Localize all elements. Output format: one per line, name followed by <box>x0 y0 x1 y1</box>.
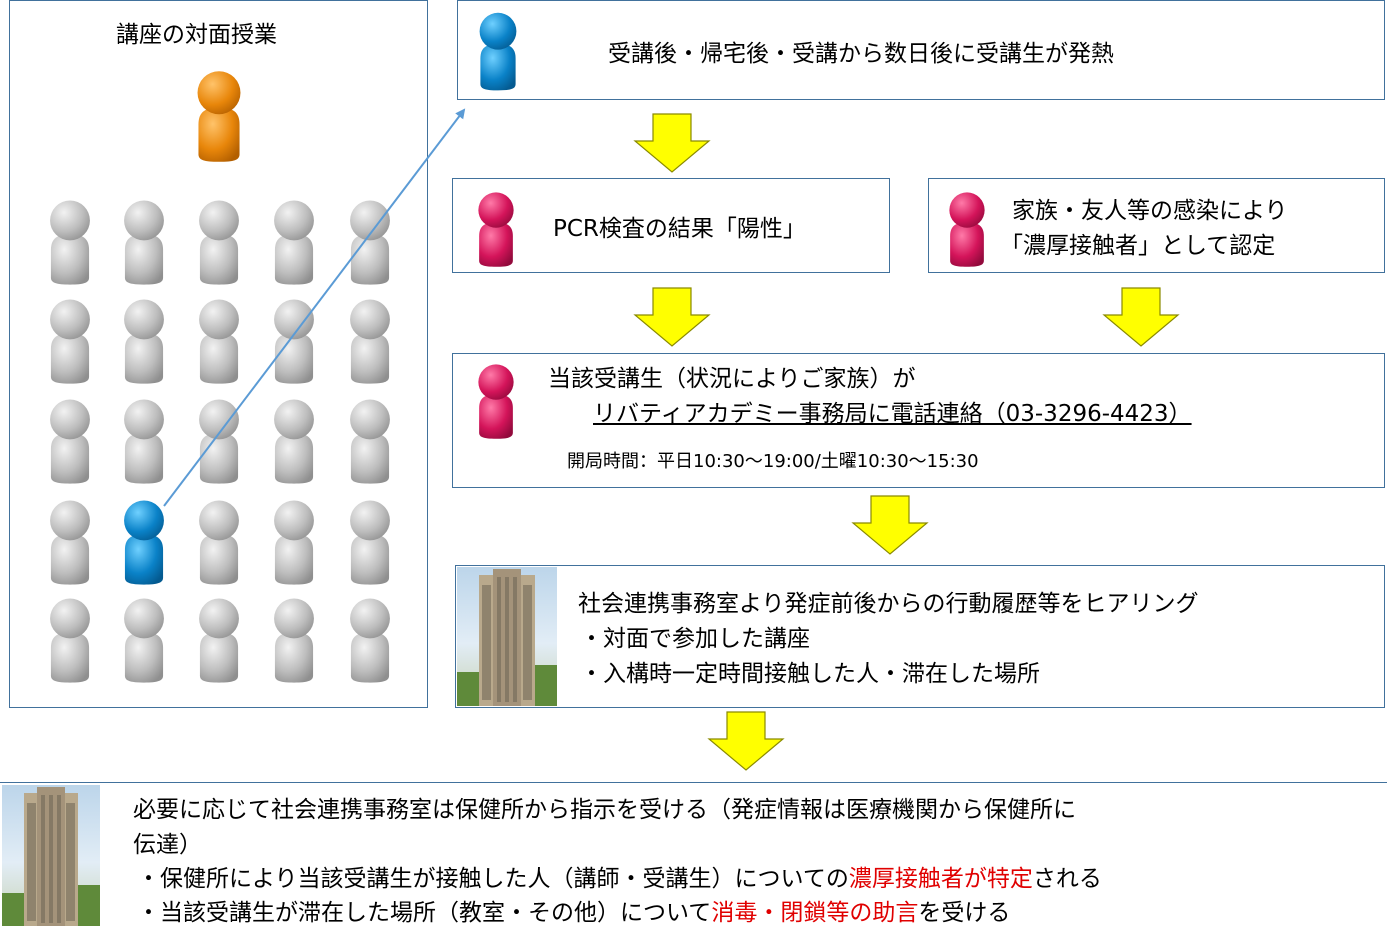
contact-line1: 家族・友人等の感染により <box>1012 198 1288 224</box>
person-gray-icon <box>199 599 239 683</box>
hearing-box <box>455 565 1385 708</box>
down-arrow-icon <box>1102 287 1180 347</box>
connector-arrow <box>163 108 466 507</box>
health-line1: 必要に応じて社会連携事務室は保健所から指示を受ける（発症情報は医療機関から保健所… <box>133 797 1076 823</box>
health-line3-post: される <box>1032 866 1102 892</box>
call-line2: リバティアカデミー事務局に電話連絡（03-3296-4423） <box>593 401 1192 427</box>
health-line2: 伝達） <box>133 832 202 858</box>
hearing-line2: ・対面で参加した講座 <box>580 626 810 652</box>
health-line4-pre: ・当該受講生が滞在した場所（教室・その他）について <box>137 900 712 926</box>
health-line4: ・当該受講生が滞在した場所（教室・その他）について消毒・閉鎖等の助言を受ける <box>137 900 1010 926</box>
contact-line2: 「濃厚接触者」として認定 <box>1000 233 1276 259</box>
fever-box <box>457 0 1385 100</box>
building-photo <box>457 567 557 706</box>
pcr-box <box>452 178 890 273</box>
person-magenta-icon <box>944 190 990 270</box>
down-arrow-icon <box>633 287 711 347</box>
person-magenta-icon <box>473 190 519 270</box>
down-arrow-icon <box>633 113 711 173</box>
health-top-rule <box>0 782 1387 783</box>
pcr-text: PCR検査の結果「陽性」 <box>553 216 806 242</box>
person-blue-icon <box>474 10 522 94</box>
down-arrow-icon <box>851 495 929 555</box>
hearing-line3: ・入構時一定時間接触した人・滞在した場所 <box>580 661 1040 687</box>
person-gray-icon <box>124 599 164 683</box>
health-line3-pre: ・保健所により当該受講生が接触した人（講師・受講生）についての <box>137 866 849 892</box>
health-line3-highlight: 濃厚接触者が特定 <box>848 866 1033 892</box>
classroom-title: 講座の対面授業 <box>116 22 277 48</box>
fever-text: 受講後・帰宅後・受講から数日後に受講生が発熱 <box>608 41 1114 67</box>
call-line1: 当該受講生（状況によりご家族）が <box>548 366 916 392</box>
building-photo <box>2 785 100 926</box>
call-box <box>452 353 1385 488</box>
person-gray-icon <box>50 599 90 683</box>
down-arrow-icon <box>707 711 785 771</box>
person-gray-icon <box>350 599 390 683</box>
health-line4-post: を受ける <box>918 900 1011 926</box>
person-gray-icon <box>274 599 314 683</box>
health-line3: ・保健所により当該受講生が接触した人（講師・受講生）についての濃厚接触者が特定さ… <box>137 866 1102 892</box>
health-line4-highlight: 消毒・閉鎖等の助言 <box>711 900 919 926</box>
contact-box <box>928 178 1385 273</box>
hearing-line1: 社会連携事務室より発症前後からの行動履歴等をヒアリング <box>578 591 1199 617</box>
person-magenta-icon <box>473 362 519 442</box>
call-hours: 開局時間：平日10:30～19:00/土曜10:30～15:30 <box>567 451 979 472</box>
